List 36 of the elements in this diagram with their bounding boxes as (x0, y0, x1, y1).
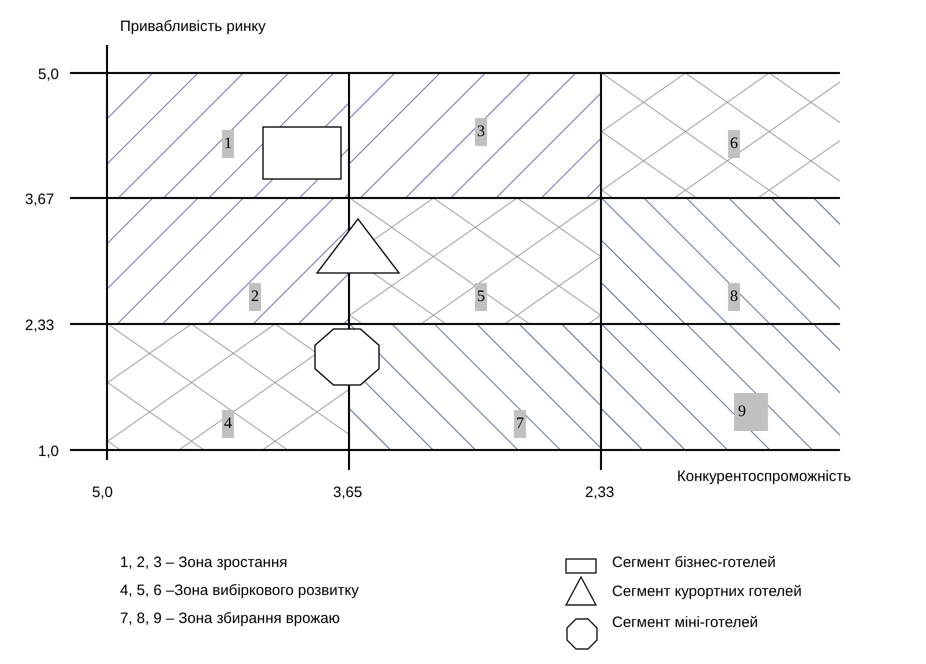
hatched-zone-cell (107, 198, 349, 324)
triangle-symbol (316, 218, 400, 274)
legend-note: 7, 8, 9 – Зона збирання врожаю (120, 610, 340, 627)
axis-tick-label: 5,0 (92, 484, 113, 501)
axis-title: Привабливість ринку (120, 18, 266, 35)
zone-number: 2 (249, 283, 261, 311)
axis-tick-label: 3,67 (25, 191, 54, 208)
hatched-zone-cell (601, 324, 840, 450)
axis-title: Конкурентоспроможність (677, 468, 852, 485)
hatched-zone-cell (107, 73, 349, 198)
zone-number: 3 (475, 118, 487, 146)
axis-tick-label: 1,0 (38, 443, 59, 460)
legend-label: Сегмент бізнес-готелей (612, 554, 776, 571)
hatched-zone-cell (601, 198, 840, 324)
rectangle-symbol (262, 126, 342, 180)
axis-tick-label: 2,33 (585, 484, 614, 501)
hatched-zone-cell (349, 198, 601, 324)
zone-number: 8 (728, 283, 740, 311)
zone-number: 1 (222, 130, 234, 158)
legend-note: 1, 2, 3 – Зона зростання (120, 554, 288, 571)
axis-tick-label: 3,65 (333, 484, 362, 501)
legend-note: 4, 5, 6 –Зона вибіркового розвитку (120, 582, 359, 599)
hatched-zone-cell (601, 73, 840, 198)
hatched-zone-cell (349, 324, 601, 450)
legend-label: Сегмент міні-готелей (612, 614, 758, 631)
zone-number: 9 (734, 393, 768, 431)
zone-number: 4 (222, 410, 234, 438)
zone-number: 7 (514, 410, 526, 438)
legend-label: Сегмент курортних готелей (612, 583, 802, 600)
hatched-zone-cell (349, 73, 601, 198)
octagon-symbol (314, 328, 380, 386)
zone-number: 5 (475, 283, 487, 311)
hatched-zone-cell (107, 324, 349, 450)
zone-number: 6 (728, 130, 740, 158)
axis-tick-label: 2,33 (25, 317, 54, 334)
axis-tick-label: 5,0 (38, 66, 59, 83)
